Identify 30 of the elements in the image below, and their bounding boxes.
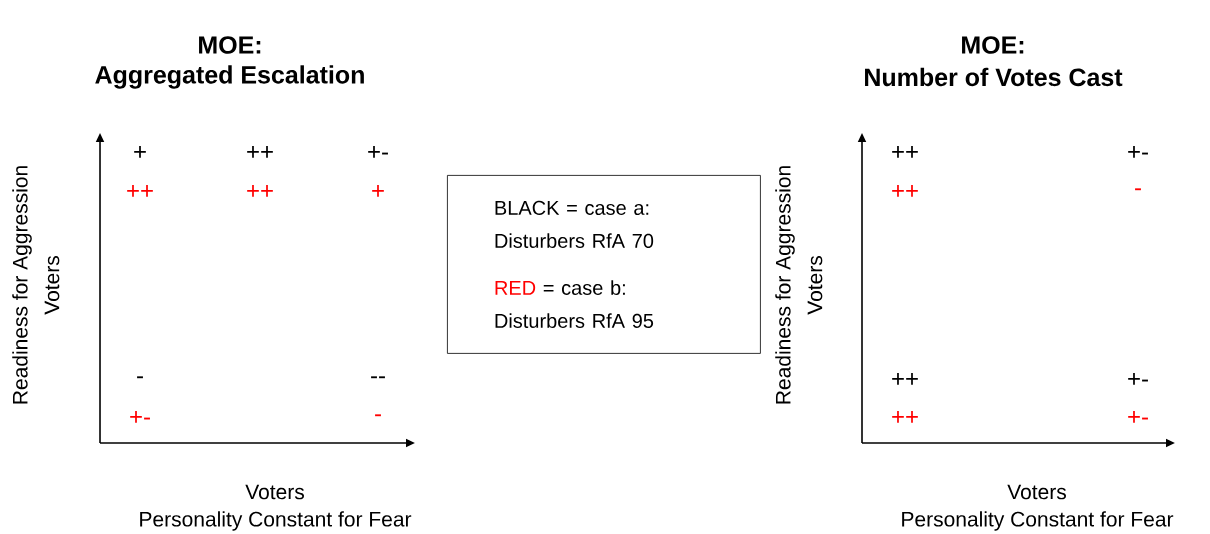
axis-label: Voters [44,256,60,315]
chart-title: MOE: [962,36,1024,54]
legend-box: BLACK = case a: Disturbers RfA 70 RED = case b: Disturbers RfA 95 [447,175,761,354]
chart-title: Number of Votes Cast [865,67,1123,87]
cell-mark: +- [1128,373,1148,385]
axis-label: Voters [807,256,823,315]
axis-label: Voters [245,484,304,500]
axis-label: Personality Constant for Fear [140,511,412,531]
axis-label: Readiness for Aggression [12,166,32,404]
cell-mark: ++ [892,373,918,385]
cell-mark: ++ [892,411,918,423]
axis-label: Voters [1007,484,1066,500]
chart-title: Aggregated Escalation [95,65,364,89]
cell-mark: +- [1128,146,1148,158]
cell-mark: ++ [892,185,918,197]
axis-label: Personality Constant for Fear [902,511,1174,531]
cell-mark: +- [368,146,388,158]
cell-mark: + [134,146,146,158]
cell-mark: +- [1128,411,1148,423]
cell-mark: ++ [247,185,273,197]
cell-mark: - [1135,188,1141,191]
cell-mark: ++ [892,146,918,158]
cell-mark: ++ [247,146,273,158]
chart-title: MOE: [199,36,261,54]
cell-mark: -- [371,376,385,379]
cell-mark: - [137,376,143,379]
cell-mark: ++ [127,185,153,197]
cell-mark: + [372,185,384,197]
cell-mark: - [375,414,381,417]
cell-mark: +- [130,411,150,423]
